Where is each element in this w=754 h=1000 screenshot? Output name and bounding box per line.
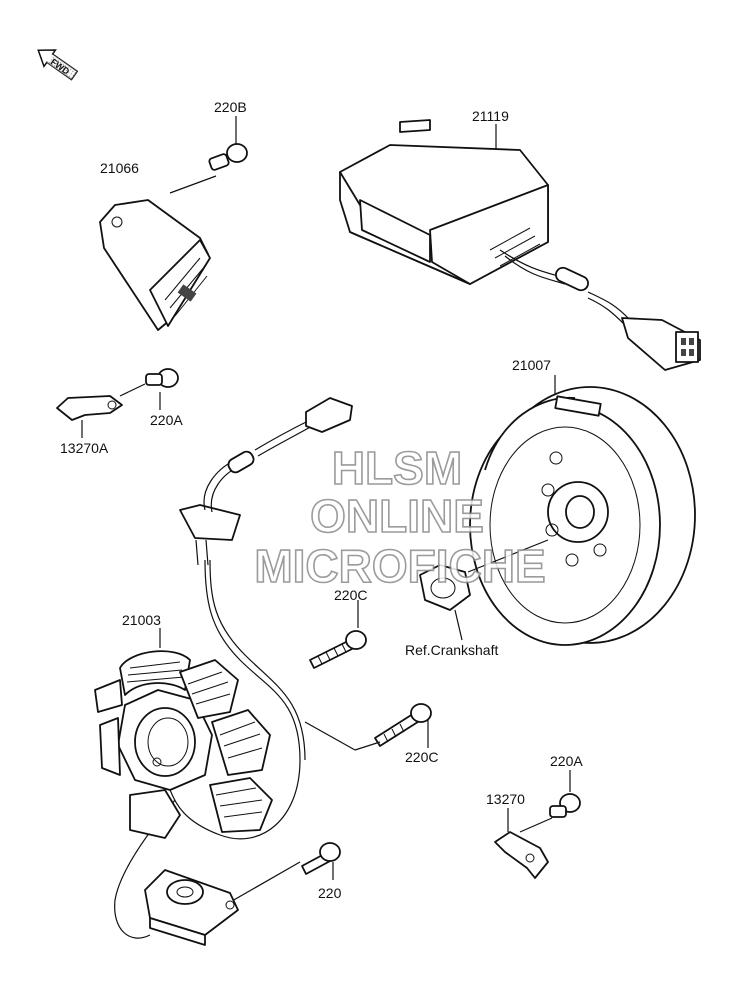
watermark-line1: HLSM [332, 442, 462, 494]
callout-220b: 220B [214, 99, 247, 115]
callout-21007: 21007 [512, 357, 551, 373]
regulator-21066 [99, 199, 211, 331]
watermark-line3: MICROFICHE [254, 540, 545, 592]
bolt-220 [224, 842, 341, 906]
pickup-coil [144, 869, 239, 946]
callout-220a-bottom: 220A [550, 753, 583, 769]
stator-wire-harness [114, 397, 353, 939]
flywheel-21007 [467, 375, 696, 646]
fwd-arrow-icon: FWD [37, 49, 79, 81]
bolt-220c-mid [304, 703, 432, 751]
bolt-220c-upper [309, 600, 367, 669]
bracket-13270a [56, 395, 123, 438]
callout-220a-top: 220A [150, 412, 183, 428]
watermark-line2: ONLINE [310, 490, 484, 542]
callout-220c-upper: 220C [334, 587, 367, 603]
callout-labels: 220B 21066 21119 220A 13270A 21007 220C … [60, 99, 583, 901]
callout-13270: 13270 [486, 791, 525, 807]
bolt-220a-top [119, 368, 179, 410]
bolt-220a-bottom [519, 770, 581, 833]
callout-13270a: 13270A [60, 440, 109, 456]
callout-220: 220 [318, 885, 342, 901]
callout-21119: 21119 [472, 108, 509, 124]
cdi-unit-21119 [339, 119, 701, 371]
callout-220c-mid: 220C [405, 749, 438, 765]
callout-ref-crankshaft: Ref.Crankshaft [405, 642, 498, 658]
bolt-220b [169, 116, 248, 194]
callout-21003: 21003 [122, 612, 161, 628]
crankshaft-nut [419, 564, 471, 641]
bracket-13270 [494, 808, 549, 879]
callout-21066: 21066 [100, 160, 139, 176]
stator-21003 [94, 628, 273, 839]
watermark: HLSM ONLINE MICROFICHE [254, 441, 547, 593]
